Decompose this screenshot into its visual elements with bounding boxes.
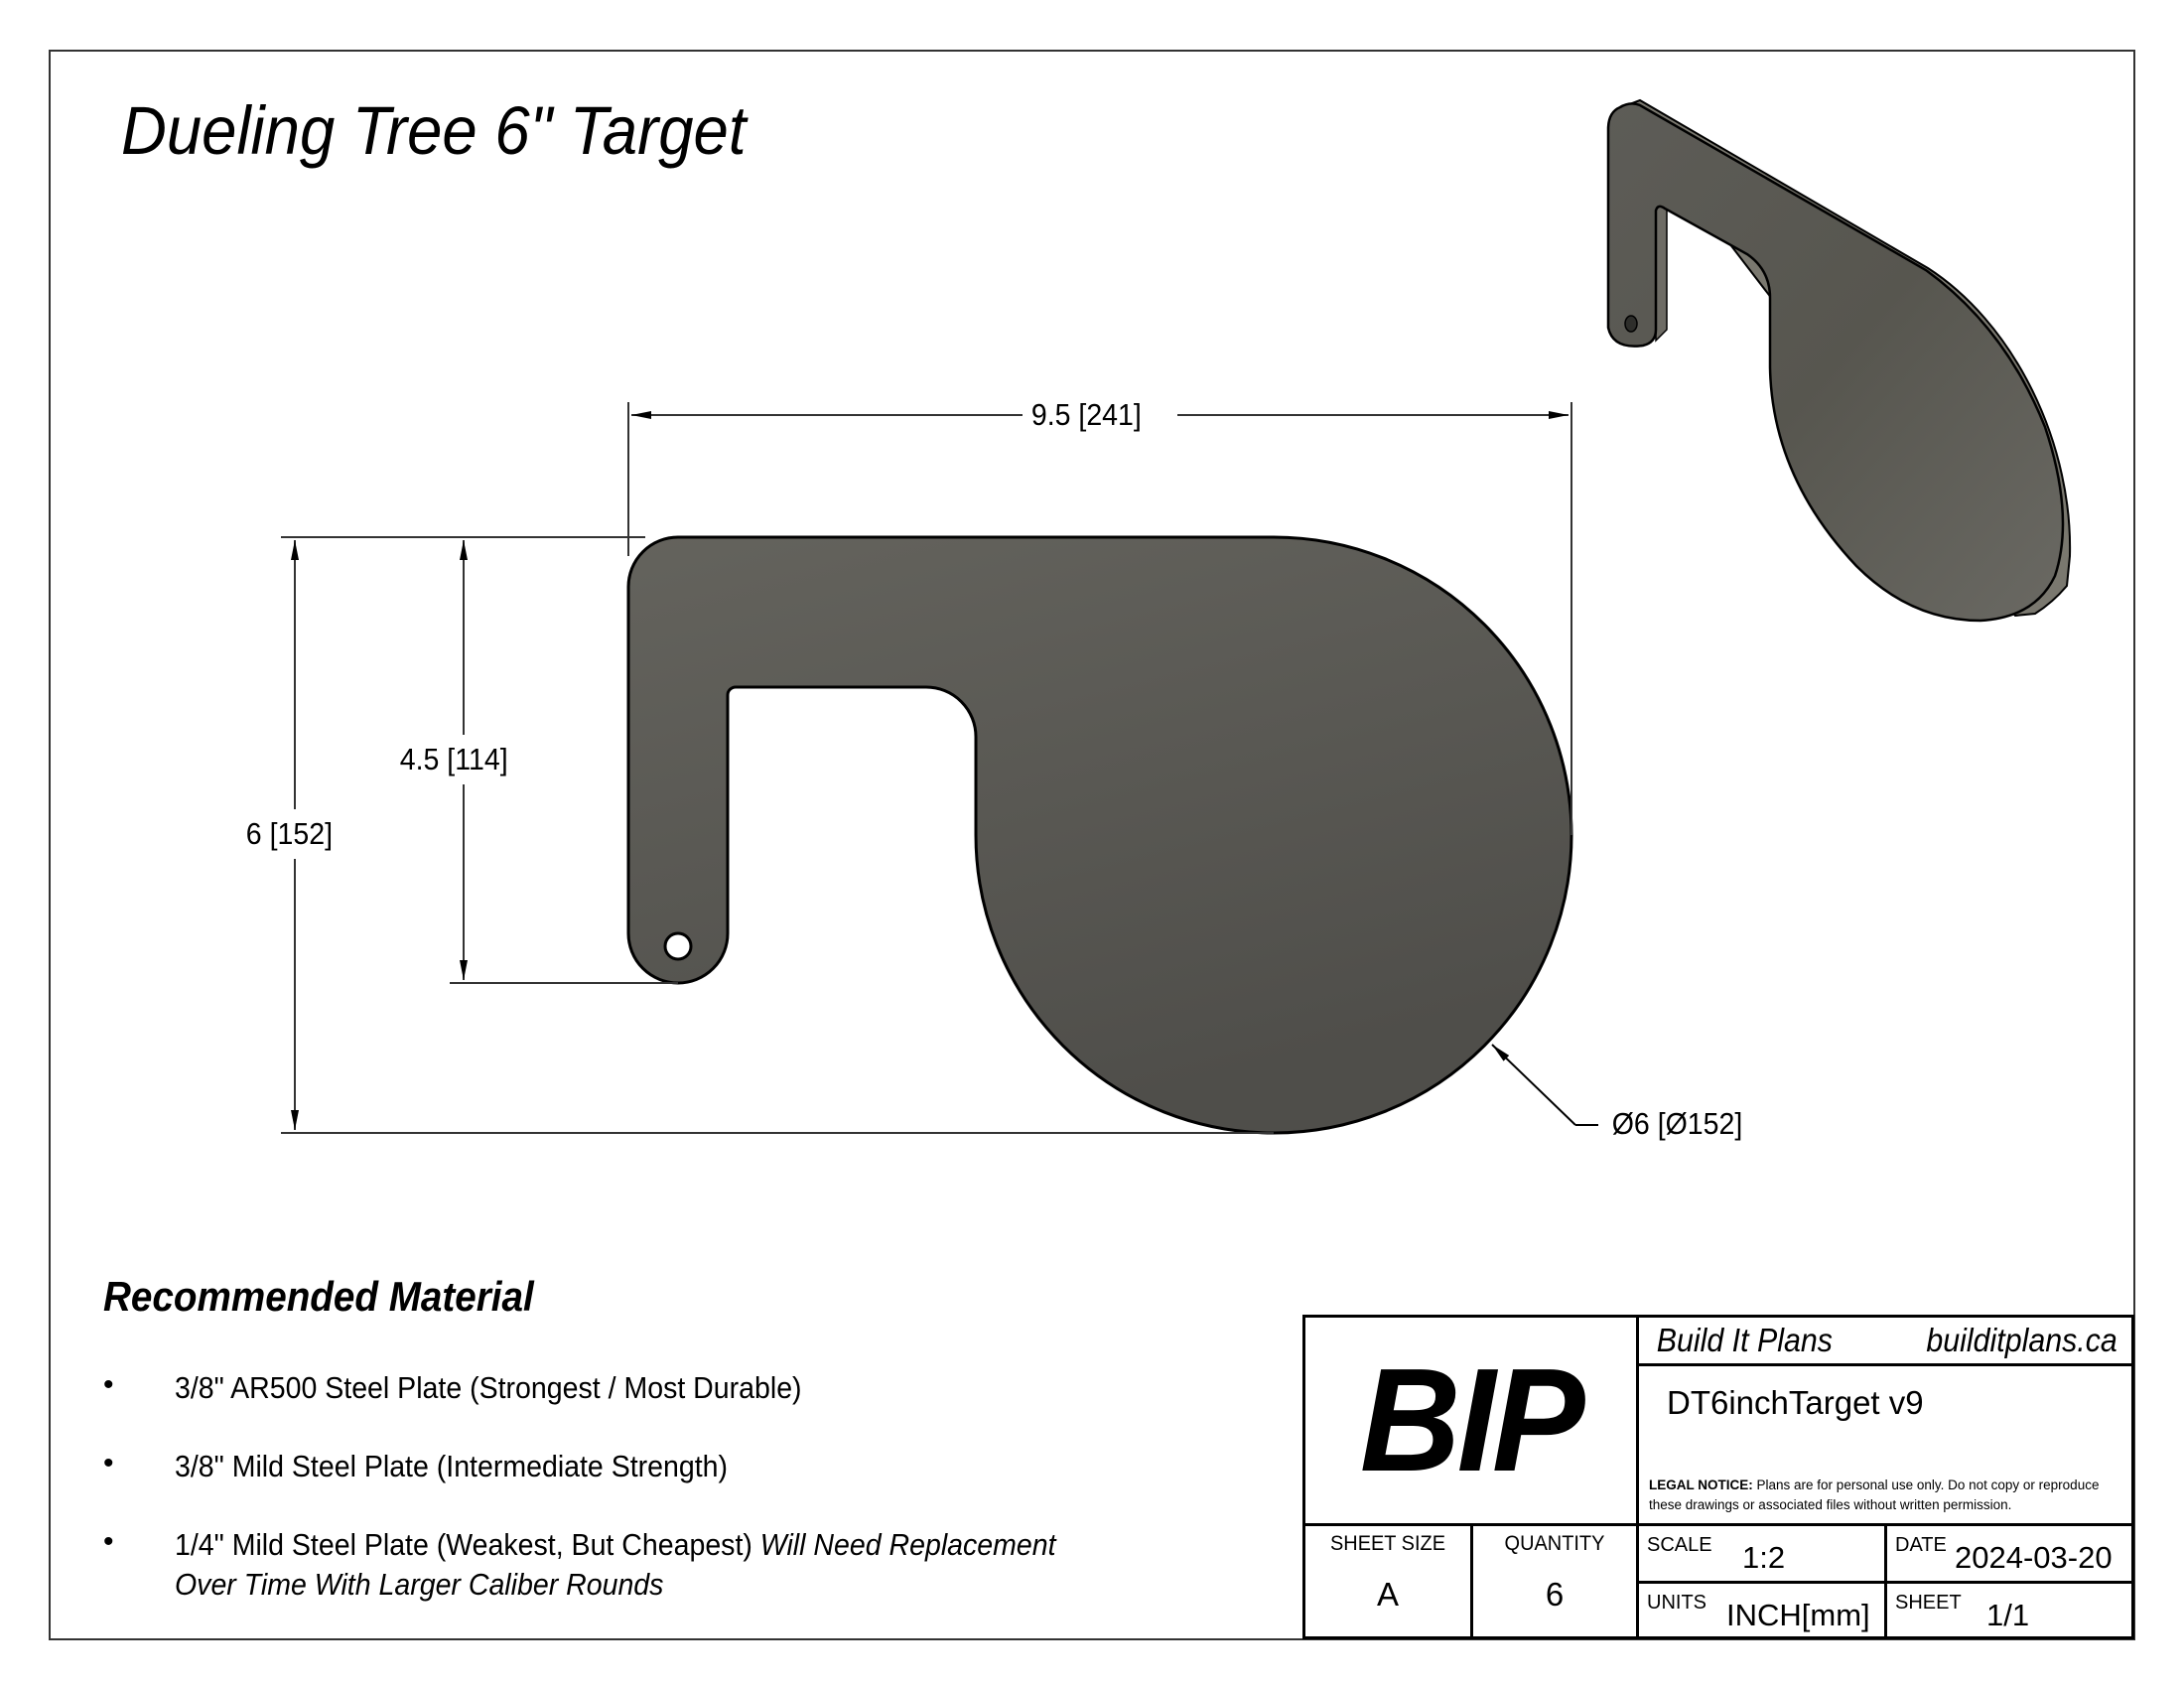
iso-mounting-hole	[1624, 315, 1638, 333]
company-logo: BIP	[1360, 1337, 1585, 1502]
target-plate-front-view	[626, 535, 1573, 1135]
company-name: Build It Plans	[1656, 1322, 1833, 1358]
drawing-title: Dueling Tree 6" Target	[121, 92, 747, 169]
sheet-size-value: A	[1376, 1576, 1399, 1613]
sheet-cell: SHEET 1/1	[1887, 1584, 2131, 1636]
dimension-height-overall-label: 6 [152]	[240, 816, 339, 852]
target-plate-isometric-view	[1606, 98, 2072, 623]
title-block: BIP Build It Plans builditplans.ca DT6in…	[1302, 1315, 2134, 1639]
logo-cell: BIP	[1305, 1318, 1639, 1526]
dimension-width-label: 9.5 [241]	[1025, 397, 1148, 433]
date-label: DATE	[1895, 1534, 1947, 1556]
quantity-value: 6	[1545, 1576, 1565, 1613]
material-item-text: 3/8" AR500 Steel Plate (Strongest / Most…	[175, 1370, 802, 1405]
scale-cell: SCALE 1:2	[1639, 1526, 1887, 1584]
part-name: DT6inchTarget v9	[1667, 1384, 1924, 1421]
sheet-border	[49, 50, 2135, 1640]
part-cell: DT6inchTarget v9 LEGAL NOTICE: Plans are…	[1639, 1366, 2131, 1526]
dimension-height-tab	[450, 540, 678, 984]
date-value: 2024-03-20	[1955, 1540, 2113, 1575]
date-cell: DATE 2024-03-20	[1887, 1526, 2131, 1584]
quantity-cell: QUANTITY 6	[1473, 1526, 1639, 1636]
mounting-hole	[663, 931, 693, 961]
material-item-note: Will Need Replacement	[759, 1527, 1056, 1562]
scale-value: 1:2	[1742, 1540, 1786, 1575]
material-item-text: 3/8" Mild Steel Plate (Intermediate Stre…	[175, 1449, 729, 1483]
sheet-label: SHEET	[1895, 1592, 1962, 1614]
dimension-width	[627, 402, 1572, 835]
sheet-size-cell: SHEET SIZE A	[1305, 1526, 1473, 1636]
units-label: UNITS	[1647, 1592, 1706, 1614]
scale-label: SCALE	[1647, 1534, 1712, 1556]
material-item-text: 1/4" Mild Steel Plate (Weakest, But Chea…	[175, 1527, 752, 1562]
bullet-icon: •	[103, 1447, 114, 1479]
bullet-icon: •	[103, 1368, 114, 1401]
dimension-height-overall	[281, 536, 1274, 1134]
material-item-note-continued: Over Time With Larger Caliber Rounds	[175, 1567, 664, 1602]
units-cell: UNITS INCH[mm]	[1639, 1584, 1887, 1636]
units-value: INCH[mm]	[1726, 1598, 1870, 1632]
legal-notice-text: Plans are for personal use only. Do not …	[1649, 1477, 2100, 1512]
legal-notice: LEGAL NOTICE: Plans are for personal use…	[1649, 1476, 2125, 1515]
quantity-label: QUANTITY	[1504, 1532, 1605, 1555]
materials-heading: Recommended Material	[103, 1273, 534, 1320]
legal-notice-label: LEGAL NOTICE:	[1649, 1477, 1753, 1492]
company-header: Build It Plans builditplans.ca	[1639, 1318, 2131, 1366]
bullet-icon: •	[103, 1525, 114, 1558]
dimension-height-tab-label: 4.5 [114]	[394, 742, 514, 777]
sheet-value: 1/1	[1986, 1598, 2030, 1632]
dimension-diameter-leader	[1491, 1044, 1598, 1126]
sheet-size-label: SHEET SIZE	[1329, 1532, 1446, 1555]
material-item-text-wrap: 1/4" Mild Steel Plate (Weakest, But Chea…	[175, 1525, 1056, 1605]
dimension-diameter-label: Ø6 [Ø152]	[1606, 1106, 1748, 1142]
company-website: builditplans.ca	[1926, 1322, 2117, 1358]
